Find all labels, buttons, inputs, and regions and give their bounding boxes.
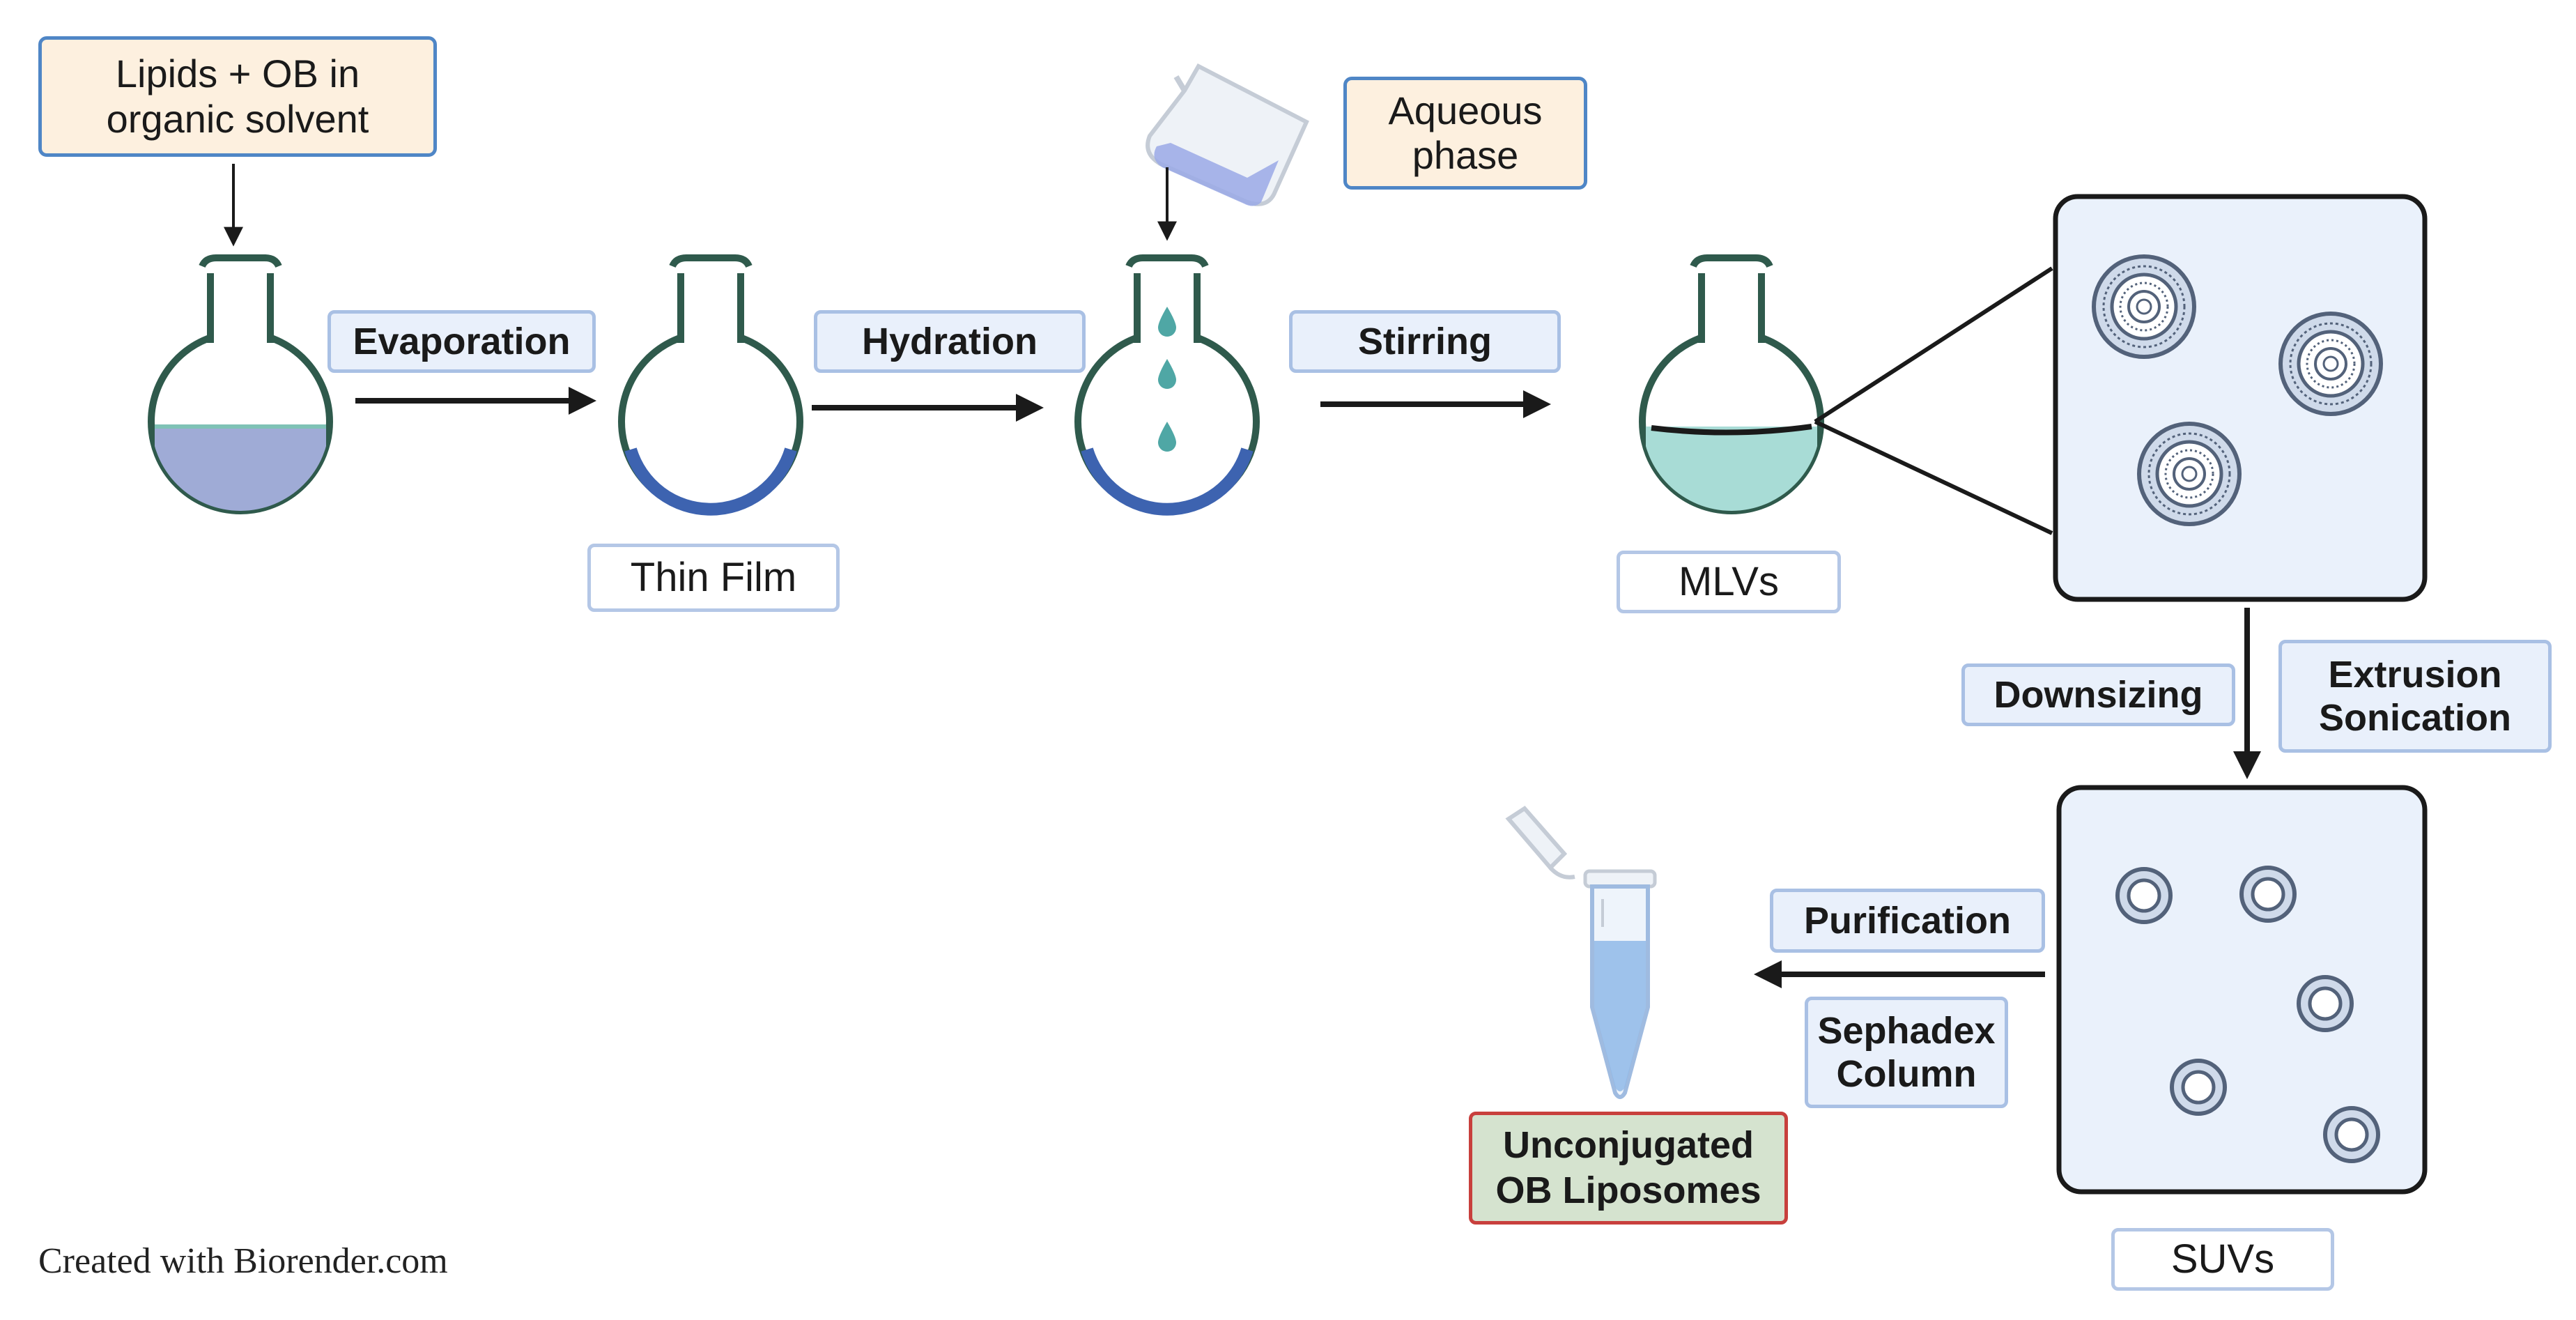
water-drop-icon <box>1158 422 1176 452</box>
aqueous-phase-box: Aqueous phase <box>1343 77 1587 190</box>
unilamellar-vesicle-icon <box>2239 866 2297 923</box>
purification-label: Purification <box>1770 889 2045 953</box>
unilamellar-vesicle-icon <box>2170 1059 2227 1116</box>
flask-mlv-icon <box>1639 254 1824 514</box>
unilamellar-vesicle-icon <box>2115 867 2173 924</box>
suv-panel <box>2056 785 2428 1195</box>
multilamellar-vesicle-icon <box>2137 422 2242 526</box>
mlv-zoom-panel <box>2053 194 2428 602</box>
mlvs-label: MLVs <box>1617 551 1841 613</box>
evaporation-label: Evaporation <box>327 310 596 373</box>
flask-lipid-solution-icon <box>148 254 333 514</box>
thin-film-label: Thin Film <box>587 544 840 612</box>
downsizing-label: Downsizing <box>1961 663 2235 726</box>
lipid-input-box: Lipids + OB in organic solvent <box>38 36 437 157</box>
stirring-label: Stirring <box>1289 310 1561 373</box>
microcentrifuge-tube-icon <box>1505 806 1657 1099</box>
suvs-label: SUVs <box>2111 1228 2334 1291</box>
hydration-label: Hydration <box>814 310 1086 373</box>
extrusion-sonication-label: Extrusion Sonication <box>2278 640 2552 753</box>
water-drop-icon <box>1158 307 1176 337</box>
flask-thin-film-icon <box>618 254 803 516</box>
final-product-box: Unconjugated OB Liposomes <box>1469 1112 1788 1225</box>
credit-text: Created with Biorender.com <box>38 1241 448 1281</box>
multilamellar-vesicle-icon <box>2092 254 2196 359</box>
flask-hydration-icon <box>1074 254 1260 516</box>
zoom-line <box>1814 266 2053 424</box>
zoom-line <box>1814 420 2053 535</box>
multilamellar-vesicle-icon <box>2278 312 2383 416</box>
sephadex-column-label: Sephadex Column <box>1805 997 2008 1108</box>
water-drop-icon <box>1158 359 1176 389</box>
unilamellar-vesicle-icon <box>2323 1106 2380 1163</box>
beaker-icon <box>1146 63 1309 206</box>
unilamellar-vesicle-icon <box>2297 975 2354 1032</box>
